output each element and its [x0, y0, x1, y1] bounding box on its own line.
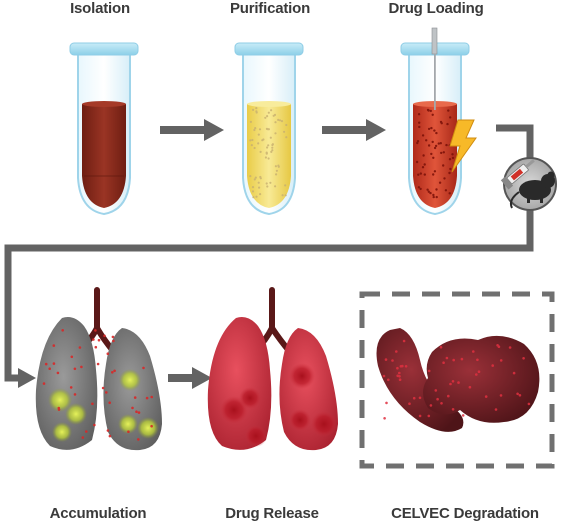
drug-release-lungs — [207, 287, 338, 451]
drug-loading-tube — [400, 27, 477, 216]
accumulation-lungs — [35, 287, 162, 451]
arrow-purification-to-loading — [322, 119, 386, 141]
degradation-box — [359, 291, 555, 469]
lightning-icon — [449, 119, 477, 173]
step-label-purification: Purification — [229, 0, 311, 17]
step-label-celvec-degradation: CELVEC Degradation — [391, 505, 539, 522]
arrow-accumulation-to-release — [168, 367, 212, 389]
arrow-isolation-to-purification — [160, 119, 224, 141]
step-label-accumulation: Accumulation — [49, 505, 147, 522]
connector-line — [4, 124, 534, 382]
needle-icon — [431, 27, 438, 110]
isolation-tube — [69, 42, 139, 216]
step-label-isolation: Isolation — [70, 0, 130, 17]
step-label-drug-loading: Drug Loading — [388, 0, 484, 17]
syringe-mouse-icon — [500, 157, 557, 211]
step-label-drug-release: Drug Release — [225, 505, 319, 522]
purification-tube — [234, 42, 304, 216]
